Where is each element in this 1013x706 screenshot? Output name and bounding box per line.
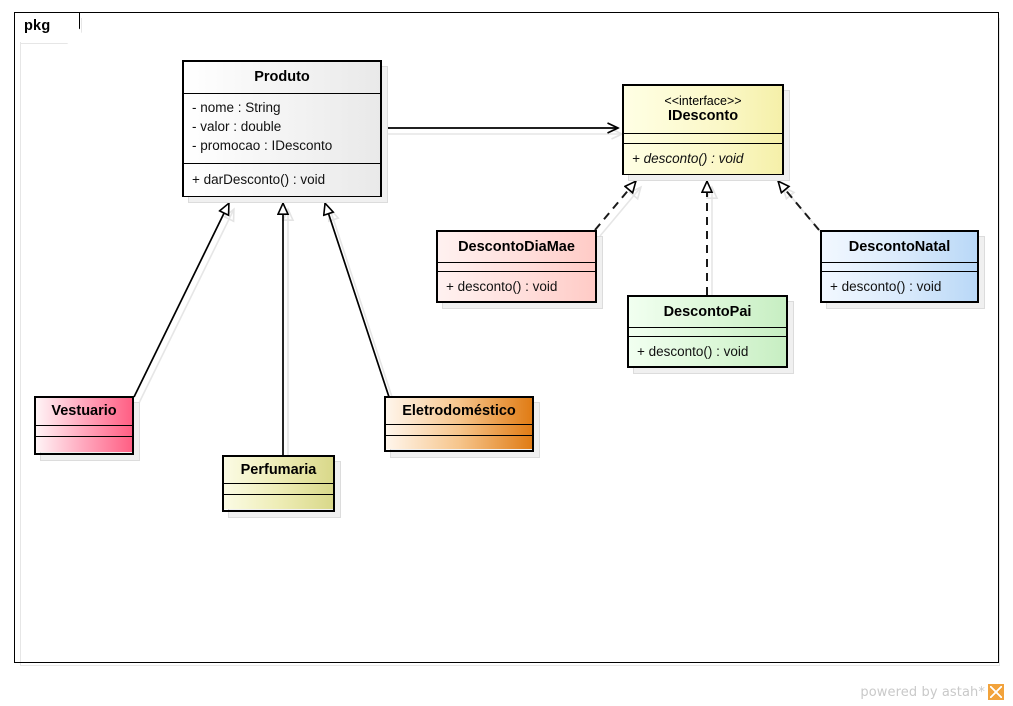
watermark: powered by astah*: [860, 684, 1004, 700]
idesconto-name: IDesconto: [667, 108, 739, 125]
package-tab: [14, 12, 80, 42]
class-box-descontonatal[interactable]: DescontoNatal + desconto() : void: [820, 230, 979, 303]
descontonatal-operations-compartment: + desconto() : void: [822, 271, 977, 301]
idesconto-attributes-compartment: [624, 133, 782, 143]
descontodiamae-attributes-compartment: [438, 262, 595, 271]
class-box-descontodiamae[interactable]: DescontoDiaMae + desconto() : void: [436, 230, 597, 303]
watermark-text: powered by astah*: [860, 684, 985, 700]
generalization-eletrodomestico-produto: [325, 203, 390, 398]
descontonatal-operation: + desconto() : void: [830, 279, 942, 294]
descontodiamae-operation: + desconto() : void: [446, 279, 558, 294]
produto-name-compartment: Produto: [184, 62, 380, 93]
descontopai-operations-compartment: + desconto() : void: [629, 336, 786, 366]
descontodiamae-name: DescontoDiaMae: [458, 238, 575, 255]
perfumaria-name-compartment: Perfumaria: [224, 457, 333, 483]
package-frame-shadow: [20, 18, 1000, 666]
produto-operations-compartment: + darDesconto() : void: [184, 163, 380, 196]
class-box-eletrodomestico[interactable]: Eletrodoméstico: [384, 396, 534, 452]
eletrodomestico-attributes-compartment: [386, 424, 532, 435]
produto-attribute: - promocao : IDesconto: [192, 138, 333, 154]
eletrodomestico-operations-compartment: [386, 435, 532, 449]
produto-attribute: - nome : String: [192, 100, 281, 115]
descontopai-name: DescontoPai: [663, 303, 752, 320]
produto-attributes-compartment: - nome : String - valor : double - promo…: [184, 93, 380, 163]
perfumaria-operations-compartment: [224, 494, 333, 509]
descontonatal-attributes-compartment: [822, 262, 977, 271]
descontodiamae-name-compartment: DescontoDiaMae: [438, 232, 595, 262]
realization-descontonatal-idesconto: [778, 181, 820, 231]
descontopai-attributes-compartment: [629, 327, 786, 336]
vestuario-name: Vestuario: [51, 403, 117, 420]
descontonatal-name: DescontoNatal: [848, 238, 951, 255]
descontonatal-name-compartment: DescontoNatal: [822, 232, 977, 262]
realization-descontodiamae-idesconto: [594, 181, 636, 231]
generalization-vestuario-produto: [133, 203, 230, 398]
package-frame: [14, 12, 999, 663]
idesconto-stereotype: <<interface>>: [664, 93, 742, 108]
idesconto-operation: + desconto() : void: [632, 151, 744, 166]
descontodiamae-operations-compartment: + desconto() : void: [438, 271, 595, 301]
class-box-produto[interactable]: Produto - nome : String - valor : double…: [182, 60, 382, 197]
class-box-perfumaria[interactable]: Perfumaria: [222, 455, 335, 512]
idesconto-operations-compartment: + desconto() : void: [624, 143, 782, 174]
eletrodomestico-name: Eletrodoméstico: [402, 402, 516, 419]
descontopai-operation: + desconto() : void: [637, 344, 749, 359]
produto-attribute: - valor : double: [192, 119, 282, 135]
idesconto-name-compartment: <<interface>> IDesconto: [624, 86, 782, 133]
package-name-label: pkg: [24, 18, 51, 34]
class-box-descontopai[interactable]: DescontoPai + desconto() : void: [627, 295, 788, 368]
produto-name: Produto: [254, 69, 310, 86]
class-box-vestuario[interactable]: Vestuario: [34, 396, 134, 455]
vestuario-operations-compartment: [36, 436, 132, 452]
class-box-idesconto[interactable]: <<interface>> IDesconto + desconto() : v…: [622, 84, 784, 175]
vestuario-name-compartment: Vestuario: [36, 398, 132, 425]
package-frame-top-edge: [78, 12, 999, 13]
perfumaria-name: Perfumaria: [240, 461, 317, 478]
eletrodomestico-name-compartment: Eletrodoméstico: [386, 398, 532, 424]
vestuario-attributes-compartment: [36, 425, 132, 436]
descontopai-name-compartment: DescontoPai: [629, 297, 786, 327]
perfumaria-attributes-compartment: [224, 483, 333, 494]
produto-operation: + darDesconto() : void: [192, 172, 326, 187]
astah-logo-icon: [988, 684, 1004, 700]
